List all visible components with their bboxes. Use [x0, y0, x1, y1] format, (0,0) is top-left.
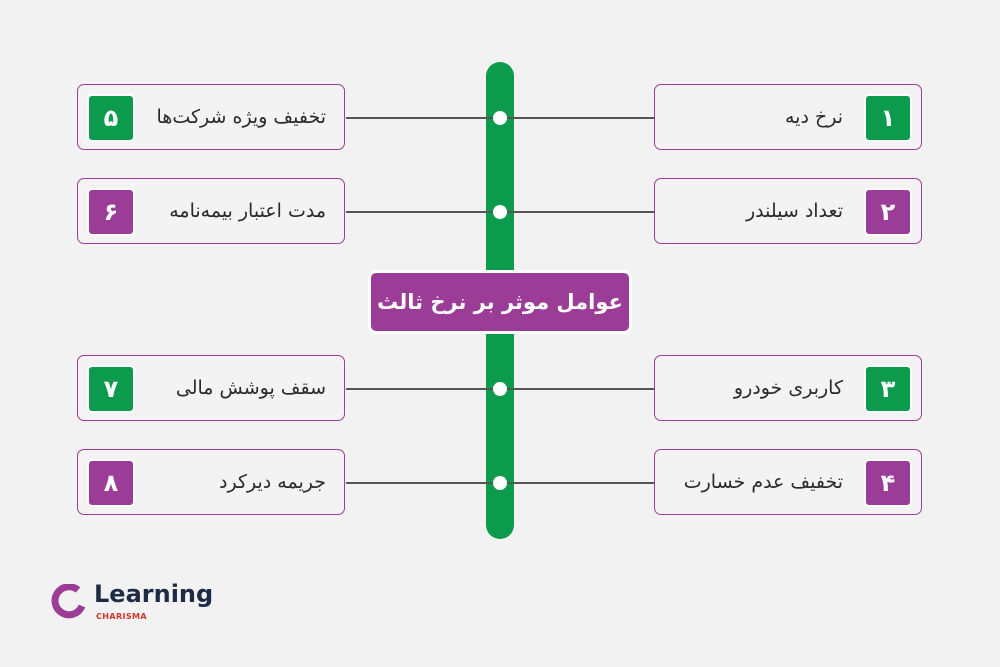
- number-badge: ۴: [864, 459, 912, 507]
- timeline-dot: [493, 382, 507, 396]
- number-badge: ۳: [864, 365, 912, 413]
- factor-card-2: ۲ تعداد سیلندر: [654, 178, 922, 244]
- timeline-dot: [493, 111, 507, 125]
- factor-card-4: ۴ تخفیف عدم خسارت: [654, 449, 922, 515]
- factor-card-5: ۵ تخفیف ویژه شرکت‌ها: [77, 84, 345, 150]
- logo-subtitle: CHARISMA: [96, 612, 148, 621]
- factor-card-6: ۶ مدت اعتبار بیمه‌نامه: [77, 178, 345, 244]
- factor-label: تخفیف ویژه شرکت‌ها: [156, 106, 326, 128]
- number-badge: ۸: [87, 459, 135, 507]
- timeline-dot: [493, 476, 507, 490]
- number-badge: ۷: [87, 365, 135, 413]
- factor-label: تعداد سیلندر: [745, 200, 843, 222]
- number-badge: ۲: [864, 188, 912, 236]
- factor-card-1: ۱ نرخ دیه: [654, 84, 922, 150]
- factor-label: مدت اعتبار بیمه‌نامه: [169, 200, 326, 222]
- factor-label: تخفیف عدم خسارت: [683, 471, 843, 493]
- diagram-title: عوامل موثر بر نرخ ثالث: [368, 270, 632, 334]
- factor-label: کاربری خودرو: [733, 377, 843, 399]
- logo-name: Learning: [94, 580, 214, 608]
- timeline-dot: [493, 205, 507, 219]
- factor-card-3: ۳ کاربری خودرو: [654, 355, 922, 421]
- factor-label: نرخ دیه: [784, 106, 843, 128]
- factor-label: جریمه دیرکرد: [219, 471, 326, 493]
- factor-label: سقف پوشش مالی: [175, 377, 326, 399]
- number-badge: ۱: [864, 94, 912, 142]
- factor-card-7: ۷ سقف پوشش مالی: [77, 355, 345, 421]
- factor-card-8: ۸ جریمه دیرکرد: [77, 449, 345, 515]
- logo-ring-icon: [51, 584, 86, 619]
- number-badge: ۶: [87, 188, 135, 236]
- number-badge: ۵: [87, 94, 135, 142]
